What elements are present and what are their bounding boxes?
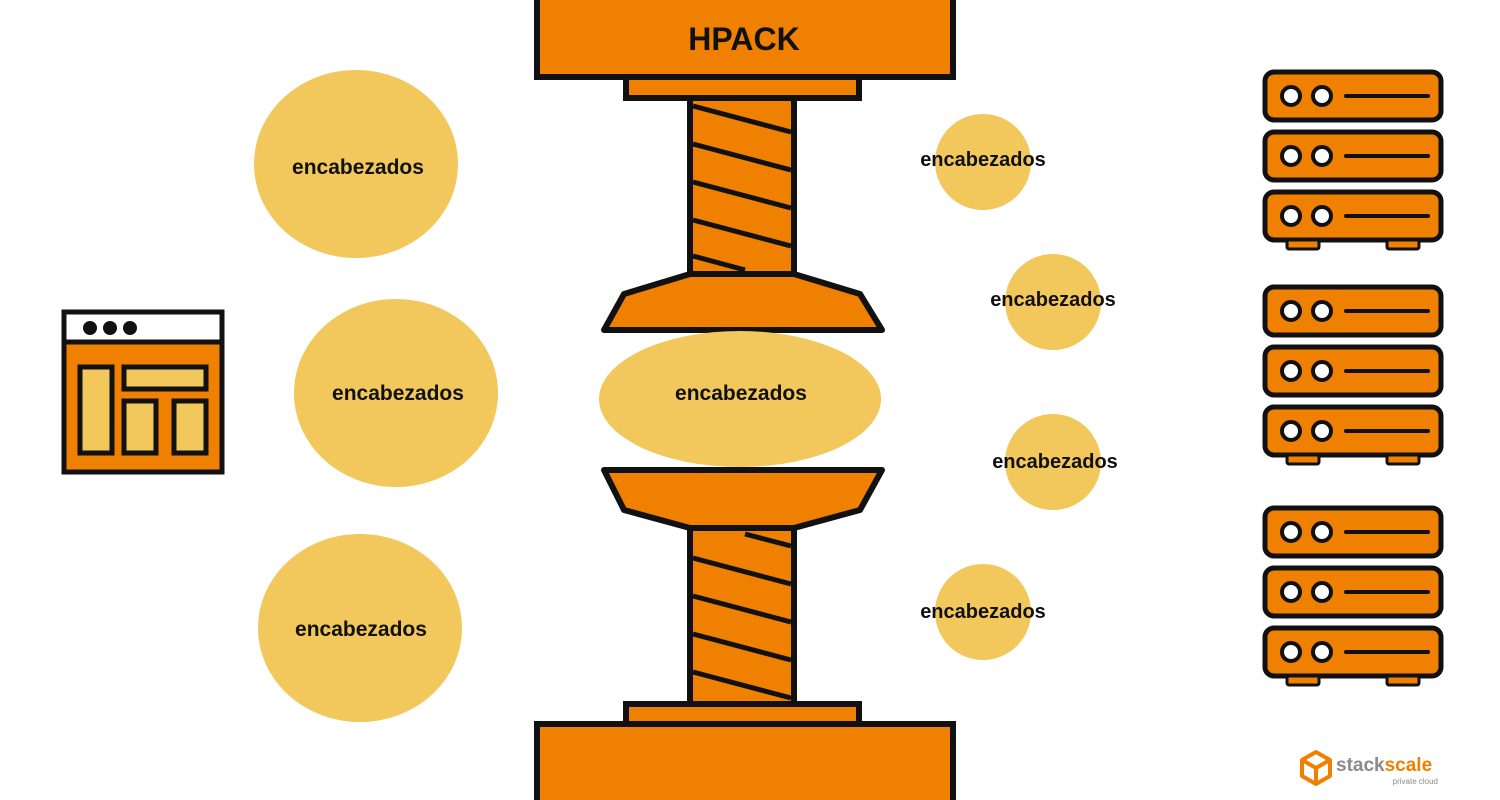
output-header-4-label: encabezados bbox=[920, 601, 1046, 623]
browser-window-icon bbox=[61, 309, 225, 475]
server-foot bbox=[1285, 674, 1321, 687]
press-title: HPACK bbox=[688, 21, 799, 57]
server-unit bbox=[1262, 565, 1444, 619]
server-unit bbox=[1262, 625, 1444, 679]
server-unit bbox=[1262, 344, 1444, 398]
server-foot bbox=[1285, 453, 1321, 466]
server-foot bbox=[1385, 674, 1421, 687]
server-foot bbox=[1385, 453, 1421, 466]
output-header-3-label: encabezados bbox=[992, 451, 1118, 473]
input-header-1: encabezados bbox=[254, 70, 458, 258]
input-header-3-label: encabezados bbox=[295, 618, 427, 641]
press-screw-icon bbox=[534, 0, 956, 800]
server-unit bbox=[1262, 505, 1444, 559]
brand-name: stackscale bbox=[1336, 755, 1432, 776]
server-unit bbox=[1262, 189, 1444, 243]
output-header-4: encabezados bbox=[920, 564, 1046, 660]
server-unit bbox=[1262, 404, 1444, 458]
brand-tagline: private cloud bbox=[1393, 777, 1438, 786]
server-unit bbox=[1262, 129, 1444, 183]
output-header-2-label: encabezados bbox=[990, 289, 1116, 311]
output-header-1-label: encabezados bbox=[920, 149, 1046, 171]
input-header-2-label: encabezados bbox=[332, 382, 464, 405]
server-rack-icon bbox=[1262, 69, 1444, 251]
output-header-3: encabezados bbox=[992, 414, 1118, 510]
server-foot bbox=[1285, 238, 1321, 251]
input-header-1-label: encabezados bbox=[292, 156, 424, 179]
compressed-header-label: encabezados bbox=[675, 382, 807, 405]
output-header-2: encabezados bbox=[990, 254, 1116, 350]
compressed-header: encabezados bbox=[599, 331, 881, 467]
cube-logo-icon bbox=[1300, 750, 1332, 786]
server-foot bbox=[1385, 238, 1421, 251]
server-racks bbox=[1262, 69, 1444, 687]
input-header-3: encabezados bbox=[258, 534, 462, 722]
server-unit bbox=[1262, 69, 1444, 123]
server-rack-icon bbox=[1262, 505, 1444, 687]
input-header-2: encabezados bbox=[294, 299, 498, 487]
server-rack-icon bbox=[1262, 284, 1444, 466]
output-header-1: encabezados bbox=[920, 114, 1046, 210]
stackscale-logo: stackscale private cloud bbox=[1300, 750, 1438, 786]
server-unit bbox=[1262, 284, 1444, 338]
